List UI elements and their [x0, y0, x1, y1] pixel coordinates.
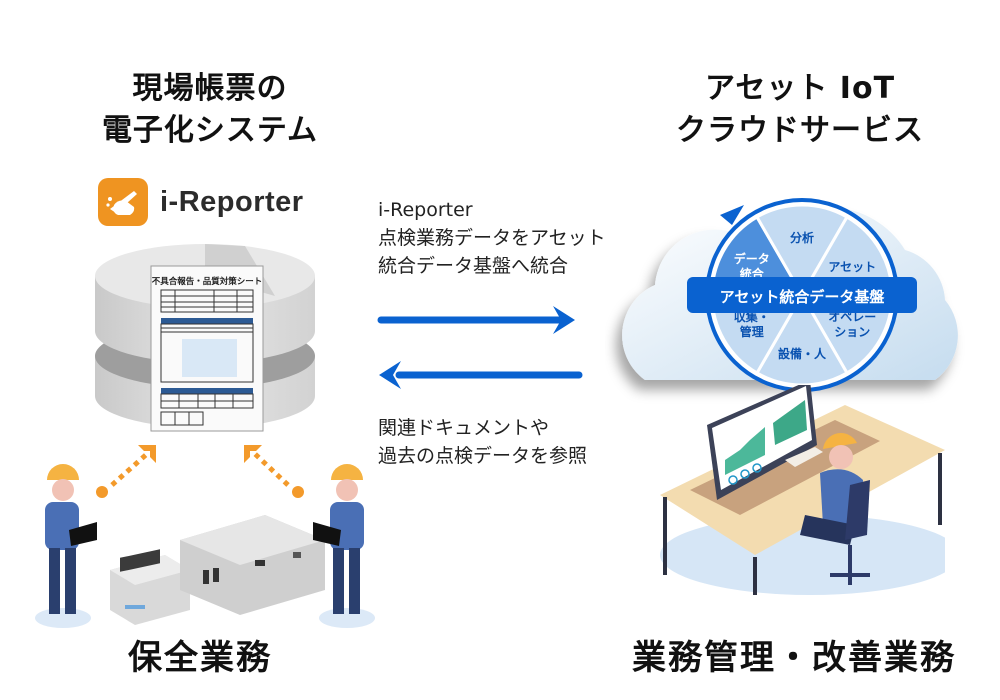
- reference-caption-line1: 関連ドキュメントや: [378, 417, 550, 439]
- right-heading: アセット IoT クラウドサービス: [640, 68, 960, 152]
- office-monitoring-scene: [660, 385, 945, 595]
- integration-caption: i-Reporter 点検業務データをアセット 統合データ基盤へ統合: [378, 196, 606, 280]
- gauge-icon: [740, 469, 750, 479]
- reference-caption-line2: 過去の点検データを参照: [378, 445, 588, 467]
- left-heading-line2: 電子化システム: [101, 113, 319, 148]
- footer-maintenance: 保全業務: [128, 638, 272, 678]
- gauge-icon: [728, 475, 738, 485]
- bar-chart-icon: [773, 400, 807, 445]
- worker-right: [313, 464, 375, 628]
- upload-dotted-arrows: [96, 445, 304, 498]
- integration-caption-line3: 統合データ基盤へ統合: [378, 255, 569, 277]
- maintenance-scene: [35, 464, 375, 628]
- office-worker: [785, 433, 870, 585]
- gauge-icon: [752, 463, 762, 473]
- integration-caption-line1: i-Reporter: [378, 199, 473, 221]
- left-heading: 現場帳票の 電子化システム: [60, 68, 360, 152]
- area-chart-icon: [725, 427, 765, 475]
- logo-name: i-Reporter: [160, 185, 304, 218]
- wheel-center-banner: [687, 277, 917, 313]
- arrow-left-icon: [379, 361, 583, 389]
- integration-caption-line2: 点検業務データをアセット: [378, 227, 606, 249]
- reference-caption: 関連ドキュメントや 過去の点検データを参照: [378, 414, 587, 470]
- wheel-segment: [754, 203, 850, 299]
- dotted-arrow-right: [244, 445, 304, 498]
- database-form-illustration: 不具合報告・品質対策シート: [95, 244, 315, 432]
- i-reporter-logo: i-Reporter: [98, 178, 304, 226]
- cycle-arrowhead-icon: [720, 205, 744, 225]
- monitor: [707, 385, 817, 500]
- left-heading-line1: 現場帳票の: [132, 71, 288, 106]
- wheel-segment-label: アセット: [828, 260, 876, 274]
- footer-management: 業務管理・改善業務: [632, 638, 956, 678]
- wheel-center-label: アセット統合データ基盤: [720, 288, 886, 306]
- machine-small: [110, 549, 190, 625]
- machine-large: [180, 515, 325, 615]
- right-heading-line2: クラウドサービス: [676, 113, 924, 148]
- bidirectional-arrows: [377, 306, 583, 389]
- dotted-arrow-left: [96, 445, 156, 498]
- worker-left: [35, 464, 97, 628]
- pen-hand-icon: [98, 178, 148, 226]
- wheel-segment-label: 分析: [790, 230, 814, 245]
- right-heading-line1: アセット IoT: [704, 71, 896, 106]
- form-document: 不具合報告・品質対策シート: [150, 265, 264, 432]
- wheel-segment-label: 設備・人: [778, 346, 827, 361]
- wheel-segment-label: オペレーション: [828, 310, 876, 339]
- form-title: 不具合報告・品質対策シート: [152, 276, 263, 287]
- arrow-right-icon: [377, 306, 575, 334]
